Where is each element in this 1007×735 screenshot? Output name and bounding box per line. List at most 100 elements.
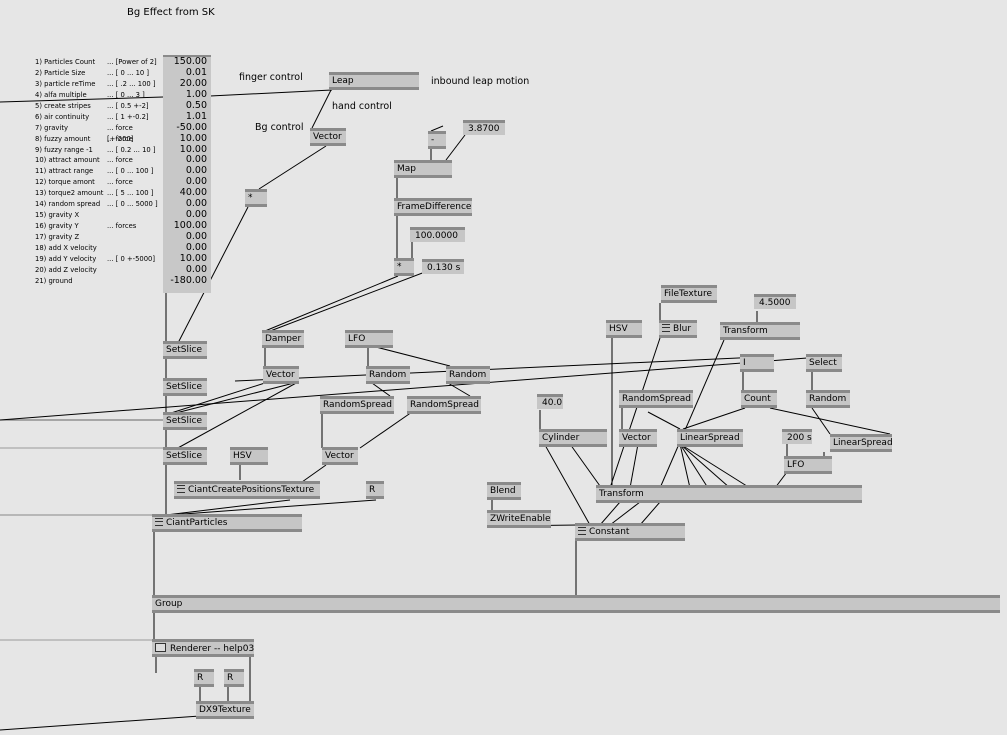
randomspread-node-3[interactable]: RandomSpread [619, 390, 693, 408]
group-node[interactable]: Group [152, 595, 1000, 613]
randomspread-label: RandomSpread [410, 400, 479, 410]
random-node-3[interactable]: Random [806, 390, 850, 408]
param-label: 20) add Z velocity [35, 265, 97, 274]
param-label: 3) particle reTime [35, 79, 96, 88]
value-40-iobox[interactable]: 40.0 [537, 394, 563, 409]
spread-value[interactable]: 10.00 [179, 252, 207, 264]
damper-node[interactable]: Damper [262, 330, 304, 348]
spread-value[interactable]: 100.00 [173, 220, 207, 232]
leap-node[interactable]: Leap [329, 72, 419, 90]
vector-node-4[interactable]: Vector [619, 429, 657, 447]
renderer-node[interactable]: Renderer -- help03 [152, 639, 254, 657]
spread-value[interactable]: 0.00 [185, 154, 207, 166]
spread-value[interactable]: 1.00 [185, 88, 207, 100]
comment-bg-control: Bg control [255, 122, 304, 133]
blur-label: Blur [673, 324, 692, 334]
minus-node[interactable]: - [428, 131, 446, 149]
value-100-iobox[interactable]: 100.0000 [410, 227, 465, 242]
param-range: ... [ 0.2 ... 10 ] [107, 145, 156, 154]
linearspread-node-2[interactable]: LinearSpread [830, 434, 892, 452]
value-200s-iobox[interactable]: 200 s [782, 429, 812, 444]
frame-difference-node[interactable]: FrameDifference [394, 198, 472, 216]
randomspread-node-2[interactable]: RandomSpread [407, 396, 481, 414]
value-4-5-iobox[interactable]: 4.5000 [754, 294, 796, 309]
param-label: 9) fuzzy range -1 [35, 145, 93, 154]
random-node-1[interactable]: Random [366, 366, 410, 384]
setslice-node-1[interactable]: SetSlice [163, 341, 207, 359]
spread-value[interactable]: -50.00 [176, 121, 207, 133]
r-node-3[interactable]: R [224, 669, 244, 687]
vector-hand-node[interactable]: Vector [310, 128, 346, 146]
vector-node-2[interactable]: Vector [263, 366, 299, 384]
frame-difference-label: FrameDifference [397, 202, 472, 212]
spread-value[interactable]: 40.00 [179, 187, 207, 199]
spread-value[interactable]: 20.00 [179, 77, 207, 89]
ciant-particles-node[interactable]: CiantParticles [152, 514, 302, 532]
map-node[interactable]: Map [394, 160, 452, 178]
blur-node[interactable]: Blur [659, 320, 697, 338]
spread-value[interactable]: 0.00 [185, 165, 207, 177]
param-row: 21) ground [35, 276, 160, 287]
param-label: 17) gravity Z [35, 233, 80, 241]
spread-value[interactable]: 0.00 [185, 209, 207, 221]
param-label: 21) ground [35, 276, 73, 285]
i-node[interactable]: I [740, 354, 774, 372]
ciant-create-positions-node[interactable]: CiantCreatePositionsTexture [174, 481, 320, 499]
random-node-2[interactable]: Random [446, 366, 490, 384]
vector-node-3[interactable]: Vector [322, 447, 358, 465]
i-label: I [743, 358, 746, 368]
vector-label: Vector [266, 370, 295, 380]
spread-value[interactable]: 0.00 [185, 176, 207, 188]
zwrite-enable-node[interactable]: ZWriteEnable [487, 510, 551, 528]
spread-value[interactable]: 10.00 [179, 132, 207, 144]
setslice-label: SetSlice [166, 451, 202, 461]
spread-value[interactable]: 0.00 [185, 241, 207, 253]
param-range: ... [ 0 ... 10 ] [107, 68, 150, 77]
transform-node-top[interactable]: Transform [720, 322, 800, 340]
transform-node-main[interactable]: Transform [596, 485, 862, 503]
transform-label: Transform [599, 489, 644, 499]
spread-value[interactable]: 0.01 [185, 66, 207, 78]
spread-value[interactable]: 0.00 [185, 198, 207, 210]
spread-value[interactable]: 10.00 [179, 143, 207, 155]
blend-node[interactable]: Blend [487, 482, 521, 500]
param-range: ... force [107, 178, 133, 187]
param-row: 19) add Y velocity... [ 0 +-5000] [35, 254, 160, 265]
lfo-node-1[interactable]: LFO [345, 330, 393, 348]
lfo-node-2[interactable]: LFO [784, 456, 832, 474]
window-icon [155, 643, 166, 652]
cylinder-node[interactable]: Cylinder [539, 429, 607, 447]
setslice-node-2[interactable]: SetSlice [163, 378, 207, 396]
param-label: 8) fuzzy amount [35, 134, 91, 143]
r-node-1[interactable]: R [366, 481, 384, 499]
constant-node[interactable]: Constant [575, 523, 685, 541]
count-node[interactable]: Count [741, 390, 777, 408]
comment-finger-control: finger control [239, 72, 303, 83]
dx9-texture-node[interactable]: DX9Texture [196, 701, 254, 719]
random-label: Random [369, 370, 407, 380]
spread-value[interactable]: 0.00 [185, 263, 207, 275]
spread-value[interactable]: -180.00 [170, 274, 207, 286]
r-node-2[interactable]: R [194, 669, 214, 687]
subpatch-menu-icon [662, 324, 670, 332]
file-texture-node[interactable]: FileTexture [661, 285, 717, 303]
param-row: 1) Particles Count... [Power of 2] [35, 57, 160, 68]
param-label: 18) add X velocity [35, 243, 97, 252]
hsv-node-2[interactable]: HSV [606, 320, 642, 338]
spread-value[interactable]: 0.50 [185, 99, 207, 111]
linearspread-node-1[interactable]: LinearSpread [677, 429, 743, 447]
spread-value[interactable]: 1.01 [185, 110, 207, 122]
spread-value[interactable]: 0.00 [185, 231, 207, 242]
setslice-node-3[interactable]: SetSlice [163, 412, 207, 430]
select-node[interactable]: Select [806, 354, 842, 372]
setslice-node-4[interactable]: SetSlice [163, 447, 207, 465]
hsv-node-1[interactable]: HSV [230, 447, 268, 465]
randomspread-node-1[interactable]: RandomSpread [320, 396, 394, 414]
value-3-87-iobox[interactable]: 3.8700 [463, 120, 505, 135]
multiply-node-2[interactable]: * [394, 258, 414, 276]
multiply-node-1[interactable]: * [245, 189, 267, 207]
spread-value[interactable]: 150.00 [173, 56, 207, 67]
minus-label: - [431, 135, 435, 145]
value-0-130s-iobox[interactable]: 0.130 s [422, 259, 464, 274]
